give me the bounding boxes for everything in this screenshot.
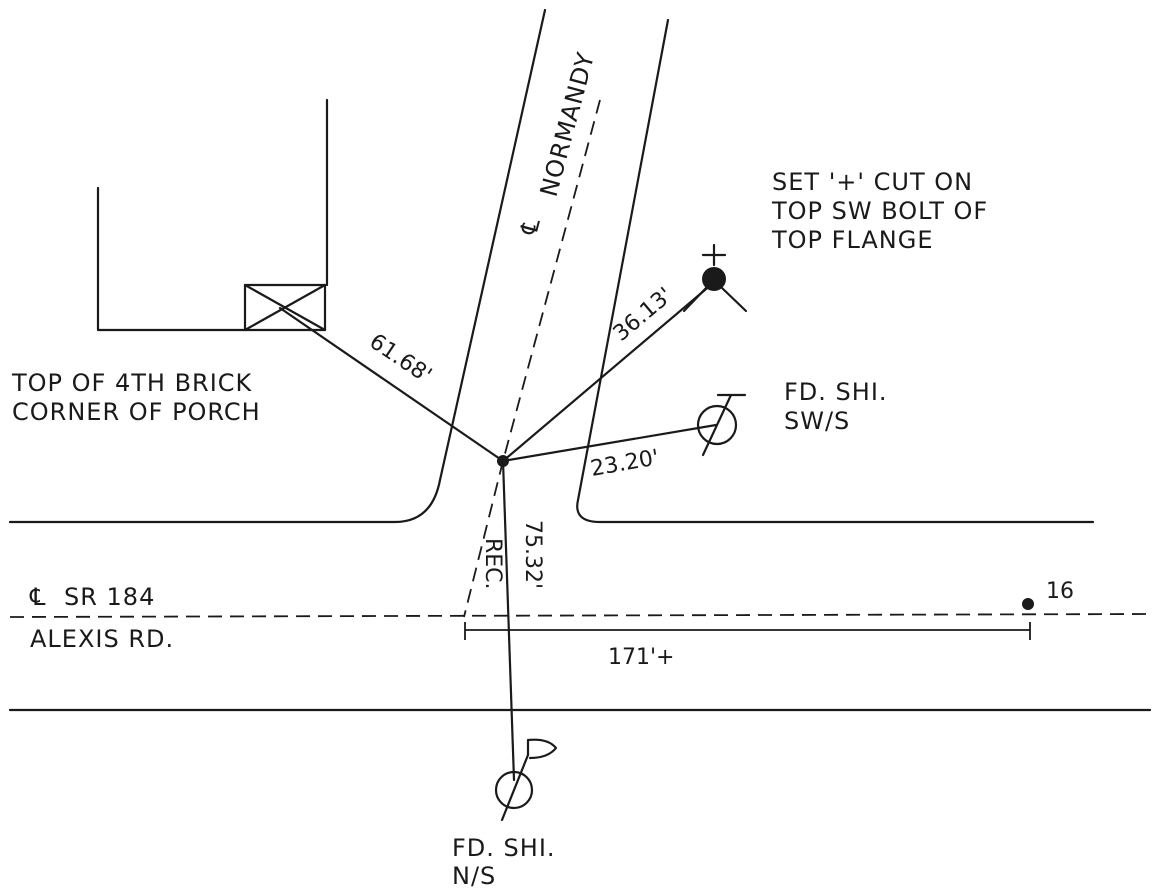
along-road-distance: 171'+ [608,645,674,670]
shi-n-label-line1: FD. SHI. [452,834,556,862]
along-road-dimension [464,622,1031,640]
shi-sw-label-line1: FD. SHI. [784,378,888,406]
point-number: 16 [1046,579,1074,604]
road-name-normandy: NORMANDY [535,49,600,200]
alexis-cl-symbol: ℄ [29,583,46,611]
normandy-west-edge [8,8,547,524]
bolt-marker-icon [682,243,748,313]
alexis-centerline [9,613,1151,618]
tie-shi-sw [501,423,718,463]
bolt-label-line3: TOP FLANGE [771,226,934,254]
road-name-sr184: SR 184 [64,583,155,611]
porch-outline [96,98,329,332]
rec-line [463,460,504,618]
dim-shi-n: 75.32' [520,520,545,589]
road-name-alexis: ALEXIS RD. [30,625,174,653]
shi-sw-label-line2: SW/S [784,407,850,435]
tie-porch [278,306,505,463]
normandy-centerline [502,99,601,462]
bolt-label-line2: TOP SW BOLT OF [771,197,988,225]
porch-label-line2: CORNER OF PORCH [12,398,261,426]
tie-shi-n [501,459,516,782]
normandy-cl-symbol: ℄ [514,214,546,238]
porch-label-line1: TOP OF 4TH BRICK [11,369,253,397]
dim-bolt: 36.13' [609,283,678,347]
normandy-east-edge [576,18,1095,524]
bolt-label-line1: SET '+' CUT ON [772,168,973,196]
shield-n-icon [494,738,558,822]
dim-porch: 61.68' [365,329,436,388]
rec-label: REC. [480,538,505,590]
dim-shi-sw: 23.20' [589,445,661,482]
point-16-marker [1022,598,1034,610]
reference-point [497,455,509,467]
shield-sw-icon [696,393,747,457]
shi-n-label-line2: N/S [452,862,496,888]
tie-bolt [501,282,714,463]
